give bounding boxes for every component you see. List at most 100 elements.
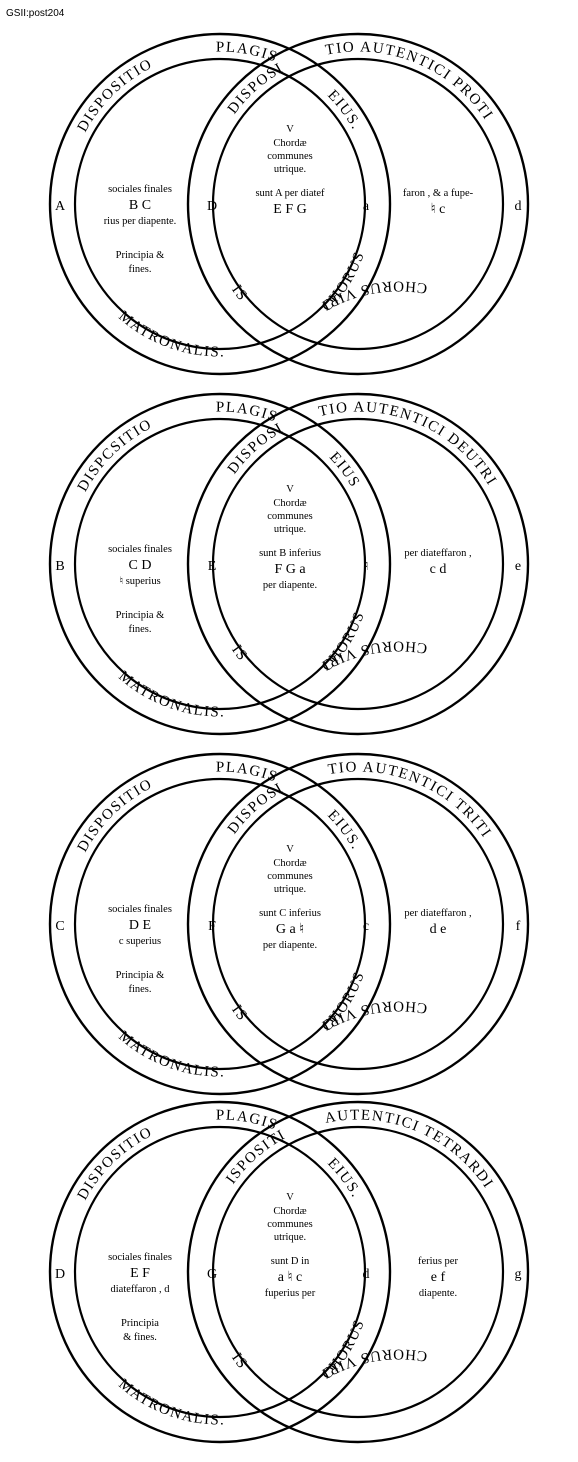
center-text: communes — [267, 151, 313, 162]
left-note-letters: C D — [129, 558, 152, 573]
inner-right-bottom-label: CHORUS — [319, 969, 368, 1035]
center-text: Chordæ — [273, 498, 306, 509]
right-letters: c d — [430, 562, 447, 577]
plagal-outer-circle — [48, 752, 392, 1096]
authentic-inner-circle — [211, 417, 505, 711]
center-v: V — [286, 1192, 294, 1203]
authentic-inner-circle — [211, 1125, 505, 1419]
right-letter: e — [515, 559, 521, 574]
plagal-ring-bottom-label: MATRONALIS. — [115, 668, 225, 720]
plagal-outer-circle — [48, 32, 392, 376]
left-note-letters: D E — [129, 918, 151, 933]
left-note: c superius — [119, 936, 161, 947]
plagal-ring-bottom-label: MATRONALIS. — [115, 1376, 225, 1428]
inner-lens-letter: G — [207, 1267, 217, 1282]
left-note: sociales finales — [108, 904, 172, 915]
after-center-letter: d — [363, 1267, 370, 1282]
center-letters: G a ♮ — [276, 922, 304, 937]
plagal-inner-circle — [73, 417, 367, 711]
right-letters: d e — [430, 922, 447, 937]
inner-right-bottom-label: CHORUS — [319, 249, 368, 315]
right-text: per diateffaron , — [404, 908, 471, 919]
center-v: V — [286, 844, 294, 855]
center-text: utrique. — [274, 164, 306, 175]
center-text: Chordæ — [273, 1206, 306, 1217]
right-letter: f — [516, 919, 521, 934]
authentic-outer-circle — [186, 32, 530, 376]
inner-right-bottom-label: CHORUS — [319, 609, 368, 675]
principia-label: fines. — [128, 984, 151, 995]
center-text: utrique. — [274, 524, 306, 535]
left-letter: B — [55, 559, 64, 574]
center-text: utrique. — [274, 884, 306, 895]
center-letters: a ♮ c — [278, 1270, 302, 1285]
page-header: GSII:post204 — [6, 8, 65, 19]
center-mid-text: sunt A per diatef — [255, 188, 325, 199]
left-note-letters: E F — [130, 1266, 150, 1281]
center-letters: E F G — [273, 202, 306, 217]
center-v: V — [286, 484, 294, 495]
inner-left-bottom-label: LIS. — [0, 0, 251, 1025]
plagal-outer-circle — [48, 1100, 392, 1444]
inner-lens-letter: D — [207, 199, 217, 214]
inner-lens-letter: F — [208, 919, 216, 934]
authentic-inner-circle — [211, 57, 505, 351]
plagal-ring-bottom-label: MATRONALIS. — [115, 308, 225, 360]
plagal-ring-bottom-label: MATRONALIS. — [115, 1028, 225, 1080]
plagal-ring-left-label: DISPOSITIO — [75, 1124, 156, 1203]
principia-label: fines. — [128, 624, 151, 635]
left-letter: D — [55, 1267, 65, 1282]
right-text: faron , & a fupe- — [403, 188, 474, 199]
left-note-letters: B C — [129, 198, 151, 213]
authentic-outer-circle — [186, 752, 530, 1096]
after-center-letter: a — [363, 199, 370, 214]
center-extra-text: fuperius per — [265, 1288, 316, 1299]
authentic-inner-circle — [211, 777, 505, 1071]
center-mid-text: sunt D in — [271, 1256, 310, 1267]
left-note: sociales finales — [108, 1252, 172, 1263]
inner-right-bottom-label: CHORUS — [319, 1317, 368, 1383]
center-extra-text: per diapente. — [263, 940, 317, 951]
after-center-letter: ♮ — [363, 559, 368, 574]
plagal-outer-circle — [48, 392, 392, 736]
left-letter: A — [55, 199, 66, 214]
center-letters: F G a — [274, 562, 306, 577]
right-extra-text: diapente. — [419, 1288, 457, 1299]
center-text: communes — [267, 1219, 313, 1230]
right-text: ferius per — [418, 1256, 458, 1267]
plagal-ring-left-label: DISPCSITIO — [75, 416, 155, 494]
center-text: Chordæ — [273, 858, 306, 869]
center-extra-text: per diapente. — [263, 580, 317, 591]
left-note: rius per diapente. — [104, 216, 177, 227]
left-note: sociales finales — [108, 544, 172, 555]
principia-label: fines. — [128, 264, 151, 275]
right-letter: d — [515, 199, 522, 214]
principia-label: Principia & — [116, 250, 165, 261]
plagal-inner-circle — [73, 777, 367, 1071]
left-note: diateffaron , d — [111, 1284, 171, 1295]
center-mid-text: sunt B inferius — [259, 548, 321, 559]
inner-lens-letter: E — [208, 559, 217, 574]
plagal-inner-circle — [73, 57, 367, 351]
right-letter: g — [515, 1267, 522, 1282]
center-text: Chordæ — [273, 138, 306, 149]
right-letters: e f — [431, 1270, 446, 1285]
center-v: V — [286, 124, 294, 135]
center-text: communes — [267, 871, 313, 882]
center-text: communes — [267, 511, 313, 522]
left-note: ♮ superius — [119, 575, 160, 587]
authentic-outer-circle — [186, 1100, 530, 1444]
principia-label: & fines. — [123, 1332, 157, 1343]
center-mid-text: sunt C inferius — [259, 908, 321, 919]
left-letter: C — [55, 919, 64, 934]
right-text: per diateffaron , — [404, 548, 471, 559]
left-note: sociales finales — [108, 184, 172, 195]
plagal-ring-left-label: DISPOSITIO — [75, 56, 156, 135]
principia-label: Principia — [121, 1318, 159, 1329]
plagal-inner-circle — [73, 1125, 367, 1419]
principia-label: Principia & — [116, 610, 165, 621]
